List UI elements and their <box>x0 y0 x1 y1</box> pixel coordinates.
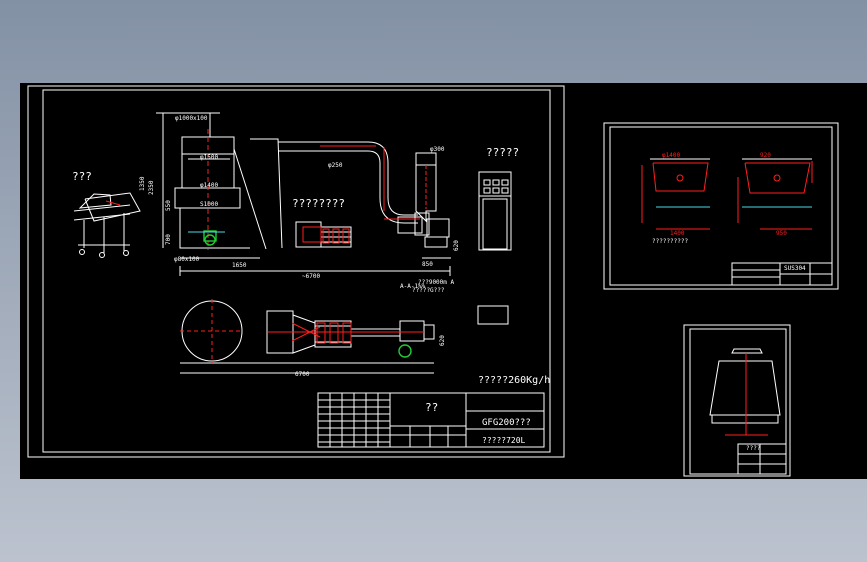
s2-dim-top-right: 920 <box>760 152 771 159</box>
dim-plan: 6700 <box>295 371 310 378</box>
feeding-machine <box>73 192 141 258</box>
filter-column <box>233 138 283 250</box>
note-line-1: A-A-1%% <box>400 283 426 290</box>
dim-small: φ80x100 <box>174 256 200 263</box>
dim-top: φ1000x100 <box>175 115 208 122</box>
title-model: GFG200??? <box>482 418 531 428</box>
cyan-details <box>188 206 812 233</box>
s2-dim-top-left: φ1400 <box>662 152 680 159</box>
red-centerlines <box>105 129 813 436</box>
title-name: ?? <box>425 401 438 414</box>
plan-view <box>180 300 435 374</box>
s3-label: ???? <box>746 445 761 452</box>
note-line-3: ?????G??? <box>412 287 445 294</box>
note-line-2: ???9000m A <box>418 279 455 286</box>
cad-viewport[interactable]: ??? ????? ???????? ?????260Kg/h φ1000x10… <box>20 83 867 479</box>
label-feeding-machine: ??? <box>72 170 92 183</box>
dim-d1000: S1000 <box>200 201 218 208</box>
s2-dim-bottom-left: 1400 <box>670 230 685 237</box>
dim-620: 620 <box>453 240 460 251</box>
dim-1350: 1350 <box>139 176 146 191</box>
dryer-tower <box>156 112 250 249</box>
dim-d300: φ300 <box>430 146 445 153</box>
drawing-canvas: ??? ????? ???????? ?????260Kg/h φ1000x10… <box>27 85 839 477</box>
dim-550: 550 <box>165 200 172 211</box>
sheet-1-main-drawing <box>27 85 565 458</box>
s2-note: ?????????? <box>652 238 689 245</box>
dim-2350: 2350 <box>148 180 155 195</box>
blower-motor <box>397 216 451 259</box>
s2-material: SUS304 <box>784 265 806 272</box>
control-cabinet <box>478 171 512 251</box>
dim-1650: 1650 <box>232 262 247 269</box>
dim-850: 850 <box>422 261 433 268</box>
dim-plan-side: 620 <box>439 335 446 346</box>
green-markers <box>203 230 412 358</box>
dim-700: 700 <box>165 234 172 245</box>
dim-total: ~6700 <box>302 273 320 280</box>
legend-box <box>477 305 509 325</box>
label-dust-collector: ????? <box>486 146 519 159</box>
hot-air-pipe <box>278 141 418 224</box>
dim-d1400: φ1400 <box>200 182 218 189</box>
label-middle-unit: ???????? <box>292 197 345 210</box>
title-sub: ?????720L <box>482 436 526 445</box>
sheet-3-hopper-drawing <box>683 324 791 477</box>
dim-d250: φ250 <box>328 162 343 169</box>
sheet-2-container-drawing <box>603 122 839 290</box>
title-block-1 <box>317 392 545 448</box>
dim-d1500: φ1500 <box>200 154 218 161</box>
s2-dim-bottom-right: 950 <box>776 230 787 237</box>
label-capacity: ?????260Kg/h <box>478 375 550 386</box>
